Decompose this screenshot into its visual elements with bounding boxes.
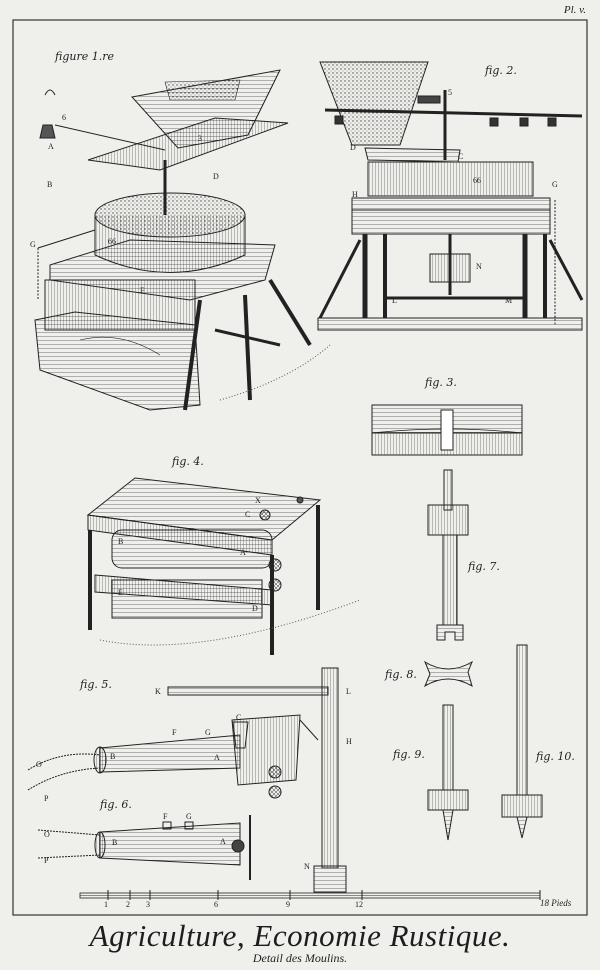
fig2-letter-m: M (505, 296, 513, 305)
fig6-letter-g: G (186, 812, 192, 821)
scale-unit: 18 Pieds (540, 898, 572, 908)
fig2-letter-5: 5 (448, 88, 452, 97)
plate-border (12, 19, 588, 916)
fig1-letter-b: B (47, 180, 53, 189)
fig5-drawing (27, 667, 347, 893)
fig10-label: fig. 10. (536, 750, 575, 763)
plate-title: Agriculture, Economie Rustique. (89, 918, 511, 953)
fig10-drawing (501, 644, 543, 839)
fig5-letter-c: C (236, 713, 242, 722)
scale-bar (79, 890, 541, 900)
fig8-drawing (423, 660, 474, 688)
fig1-label: figure 1.re (55, 50, 114, 63)
scale-tick-2: 2 (126, 900, 130, 909)
fig8-label: fig. 8. (385, 668, 417, 681)
fig4-letter-x: X (255, 496, 261, 505)
fig6-letter-f: F (163, 812, 168, 821)
plate-number: Pl. v. (563, 4, 586, 16)
fig4-letter-c: C (245, 510, 251, 519)
fig2-drawing (317, 61, 584, 331)
fig5-letter-p: P (44, 794, 49, 803)
fig5-letter-a: A (214, 753, 220, 762)
fig6-letter-o: O (44, 830, 50, 839)
fig1-letter-g: G (30, 240, 36, 249)
fig1-letter-d: D (213, 172, 219, 181)
fig2-letter-n: N (476, 262, 482, 271)
fig5-letter-o: O (36, 760, 42, 769)
fig4-letter-e: E (118, 588, 123, 597)
fig6-drawing (37, 815, 251, 880)
fig4-label: fig. 4. (172, 455, 204, 468)
fig7-drawing (427, 469, 469, 641)
fig5-letter-b: B (110, 752, 116, 761)
fig5-label: fig. 5. (80, 678, 112, 691)
fig2-letter-d: D (350, 143, 356, 152)
scale-tick-6: 6 (214, 900, 218, 909)
fig1-letter-a: A (48, 142, 54, 151)
fig6-label: fig. 6. (100, 798, 132, 811)
fig2-letter-l: L (392, 296, 397, 305)
fig5-letter-g: G (205, 728, 211, 737)
fig7-label: fig. 7. (468, 560, 500, 573)
fig2-letter-h: H (352, 190, 358, 199)
fig1-drawing (34, 69, 331, 411)
fig4-letter-a: A (240, 548, 246, 557)
fig4-letter-b: B (118, 537, 124, 546)
plate-subtitle: Detail des Moulins. (252, 951, 348, 965)
fig1-letter-66: 66 (108, 237, 116, 246)
fig5-letter-n: N (304, 862, 310, 871)
fig5-letter-f: F (172, 728, 177, 737)
fig1-letter-6: 6 (62, 113, 66, 122)
fig5-letter-l: L (346, 687, 351, 696)
fig2-letter-g: G (552, 180, 558, 189)
fig2-label: fig. 2. (485, 64, 517, 77)
fig9-drawing (427, 704, 469, 841)
scale-tick-3: 3 (146, 900, 150, 909)
fig9-label: fig. 9. (393, 748, 425, 761)
fig4-letter-d: D (252, 604, 258, 613)
fig6-letter-p: P (44, 856, 49, 865)
fig2-letter-66: 66 (473, 176, 481, 185)
fig6-letter-b: B (112, 838, 118, 847)
fig5-letter-h: H (346, 737, 352, 746)
fig3-drawing (371, 404, 523, 456)
fig3-label: fig. 3. (425, 376, 457, 389)
fig4-drawing (86, 477, 361, 655)
fig6-letter-a: A (220, 837, 226, 846)
fig1-letter-f: F (140, 286, 145, 295)
scale-tick-9: 9 (286, 900, 290, 909)
scale-tick-12: 12 (355, 900, 363, 909)
fig1-letter-3: 3 (198, 134, 202, 143)
fig2-letter-c: C (458, 152, 464, 161)
scale-tick-1: 1 (104, 900, 108, 909)
fig5-letter-k: K (155, 687, 161, 696)
